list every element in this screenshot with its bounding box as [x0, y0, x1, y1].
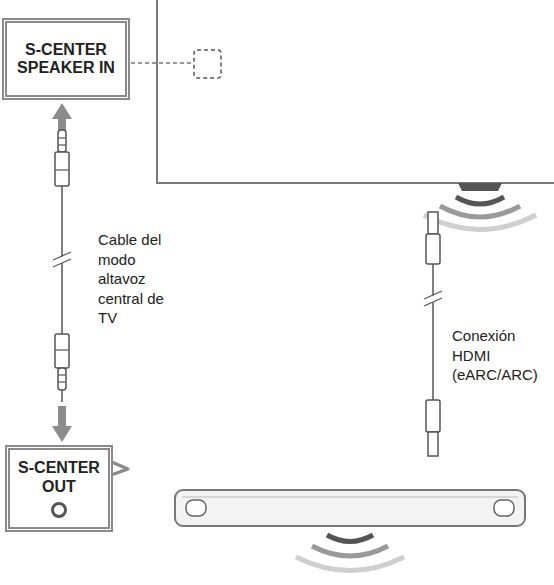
- sound-wave: [456, 197, 504, 204]
- plug-body: [55, 169, 69, 170]
- hdmi-plug-tip: [428, 432, 438, 456]
- cable-break: [53, 252, 71, 260]
- plug-ring: [58, 374, 66, 375]
- cable-label: Cable del modo altavoz central de TV: [98, 230, 182, 328]
- tv-stand: [458, 183, 502, 191]
- sound-wave: [424, 215, 536, 230]
- plug-body: [55, 334, 69, 368]
- plug-body: [55, 349, 69, 350]
- soundbar-edge: [182, 497, 518, 498]
- hdmi-plug-tip: [428, 212, 438, 234]
- cable-label: Conexión HDMI (eARC/ARC): [452, 326, 546, 385]
- sound-wave: [327, 535, 373, 542]
- tv-input-port: [194, 50, 221, 78]
- leader-line: [131, 62, 192, 64]
- plug-ring: [58, 381, 66, 382]
- cable-connector: [52, 103, 72, 442]
- tv-outline: [157, 0, 554, 183]
- callout-box: S-CENTER SPEAKER IN: [2, 18, 130, 100]
- speaker-grille: [186, 500, 206, 516]
- hdmi-cable: [432, 262, 434, 402]
- cable-break: [53, 259, 71, 267]
- plug-tip: [58, 368, 66, 390]
- arrow-head: [52, 103, 72, 119]
- sound-wave: [440, 206, 520, 217]
- jack-icon: [51, 502, 67, 518]
- plug-body: [55, 152, 69, 186]
- port-label: S-CENTER OUT: [14, 459, 104, 496]
- sound-wave: [296, 557, 404, 571]
- sound-wave: [312, 546, 388, 556]
- plug-ring: [58, 137, 66, 138]
- plug-tip: [58, 130, 66, 152]
- cable-break: [424, 298, 442, 306]
- speaker-grille: [494, 500, 514, 516]
- arrow-shaft: [58, 406, 66, 427]
- port-label: S-CENTER SPEAKER IN: [11, 41, 121, 78]
- cable-break: [424, 291, 442, 299]
- hdmi-plug: [426, 400, 440, 432]
- soundbar: [175, 490, 525, 526]
- arrow-head: [52, 426, 72, 442]
- hdmi-plug: [426, 234, 440, 264]
- callout-box: S-CENTER OUT: [5, 445, 113, 532]
- plug-ring: [58, 144, 66, 145]
